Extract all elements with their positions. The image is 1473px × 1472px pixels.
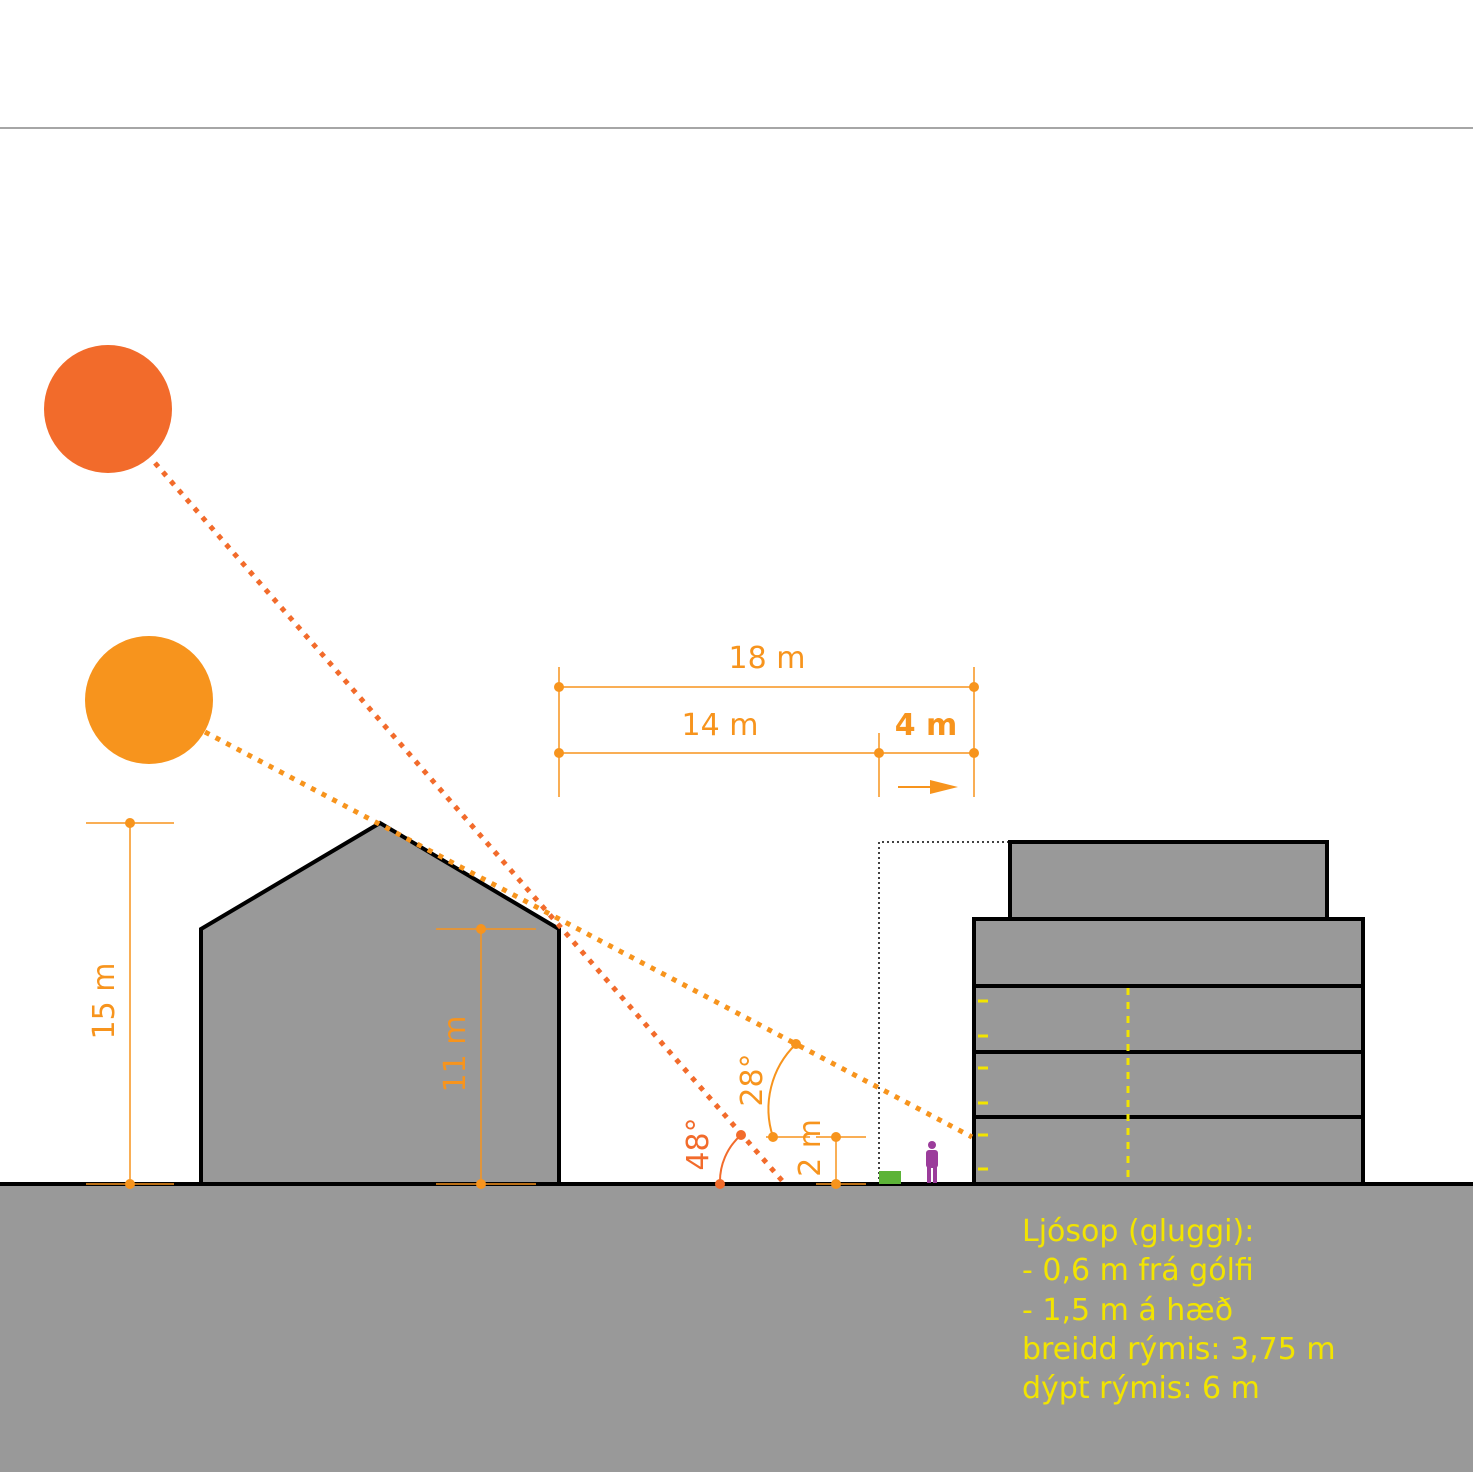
high-sun-angle-dot-a <box>715 1179 725 1189</box>
notes-line-4: breidd rýmis: 3,75 m <box>1022 1332 1336 1367</box>
dim-dot-18-right <box>969 682 979 692</box>
total-distance-label: 18 m <box>729 641 806 676</box>
horizontal-dimensions <box>558 667 975 797</box>
notes-line-2: - 0,6 m frá gólfi <box>1022 1253 1254 1288</box>
dim-dot-18-left <box>554 682 564 692</box>
high-sun-ray <box>153 461 787 1186</box>
extension-label: 4 m <box>895 708 958 743</box>
high-sun-angle-arc <box>718 1134 742 1185</box>
eave-height-label: 11 m <box>438 1016 473 1093</box>
high-sun-angle-label: 48° <box>681 1117 716 1170</box>
low-sun <box>85 636 213 764</box>
notes-line-3: - 1,5 m á hæð <box>1022 1293 1233 1328</box>
eave-height-dot-top <box>476 924 486 934</box>
low-sun-angle-dot-b <box>791 1039 801 1049</box>
reference-height-dot-top <box>831 1132 841 1142</box>
ground <box>0 1184 1473 1472</box>
building-shift-outline <box>878 841 1010 1184</box>
reference-height-dot-bottom <box>831 1179 841 1189</box>
person <box>926 1141 938 1183</box>
low-sun-ray <box>203 729 974 1140</box>
ridge-height-dot-top <box>125 818 135 828</box>
shift-arrow-icon <box>898 780 958 794</box>
gable-house <box>199 820 561 1186</box>
ridge-height-label: 15 m <box>87 963 122 1040</box>
eave-height-dot-bottom <box>476 1179 486 1189</box>
notes-line-1: Ljósop (gluggi): <box>1022 1214 1254 1249</box>
dim-dot-4-right <box>969 748 979 758</box>
low-sun-angle-arc <box>767 1043 797 1138</box>
notes-line-5: dýpt rýmis: 6 m <box>1022 1371 1260 1406</box>
low-sun-angle-label: 28° <box>735 1053 770 1106</box>
base-distance-label: 14 m <box>682 708 759 743</box>
dim-dot-14-left <box>554 748 564 758</box>
apartment-building <box>972 840 1365 1186</box>
hedge <box>879 1171 901 1184</box>
high-sun <box>44 345 172 473</box>
high-sun-angle-dot-b <box>736 1130 746 1140</box>
window-marks <box>978 999 988 1171</box>
ridge-height-dot-bottom <box>125 1179 135 1189</box>
reference-height-label: 2 m <box>793 1119 828 1177</box>
dim-dot-14-right <box>874 748 884 758</box>
